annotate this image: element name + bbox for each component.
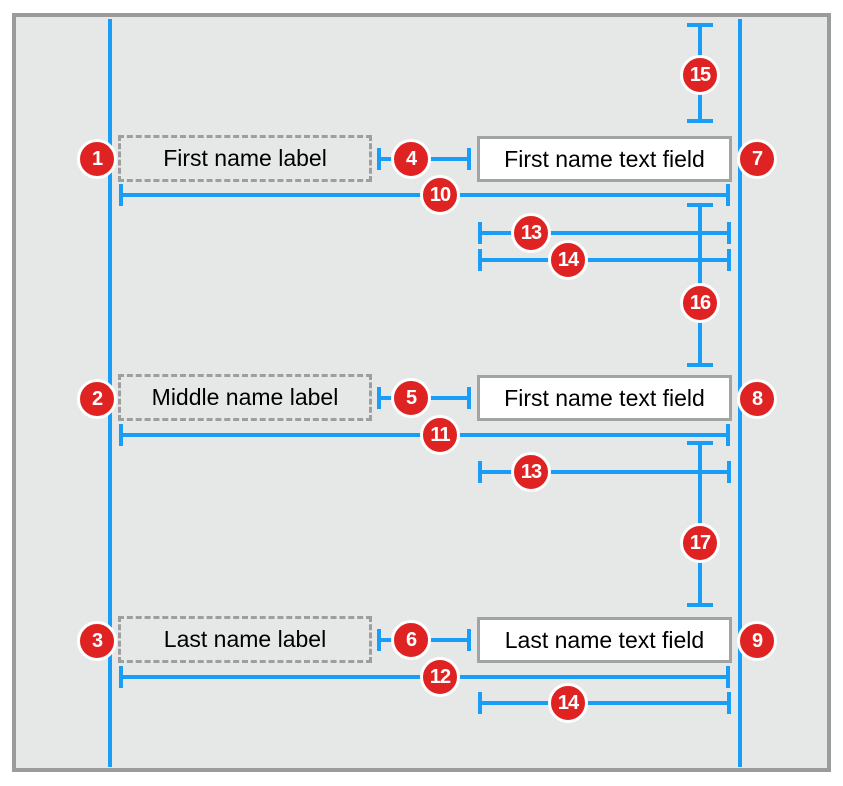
badge-13-middle: 13 bbox=[511, 452, 551, 492]
badge-15: 15 bbox=[680, 55, 720, 95]
badge-16: 16 bbox=[680, 283, 720, 323]
badge-7: 7 bbox=[737, 139, 777, 179]
last-name-label: Last name label bbox=[118, 616, 372, 663]
first-name-text-field: First name text field bbox=[477, 136, 732, 182]
badge-11: 11 bbox=[420, 415, 460, 455]
constraint-width-14-top bbox=[478, 249, 731, 271]
constraint-width-14-bottom bbox=[478, 692, 731, 714]
badge-14-bottom: 14 bbox=[548, 683, 588, 723]
last-name-text-field: Last name text field bbox=[477, 617, 732, 663]
badge-1: 1 bbox=[77, 139, 117, 179]
badge-2: 2 bbox=[77, 379, 117, 419]
badge-14-top: 14 bbox=[548, 240, 588, 280]
badge-10: 10 bbox=[420, 175, 460, 215]
badge-4: 4 bbox=[391, 139, 431, 179]
badge-13-top: 13 bbox=[511, 213, 551, 253]
badge-8: 8 bbox=[737, 379, 777, 419]
badge-3: 3 bbox=[77, 621, 117, 661]
middle-name-text-field: First name text field bbox=[477, 375, 732, 421]
middle-name-label: Middle name label bbox=[118, 374, 372, 421]
badge-5: 5 bbox=[391, 378, 431, 418]
first-name-label: First name label bbox=[118, 135, 372, 182]
badge-6: 6 bbox=[391, 620, 431, 660]
badge-9: 9 bbox=[737, 621, 777, 661]
badge-17: 17 bbox=[680, 523, 720, 563]
badge-12: 12 bbox=[420, 657, 460, 697]
